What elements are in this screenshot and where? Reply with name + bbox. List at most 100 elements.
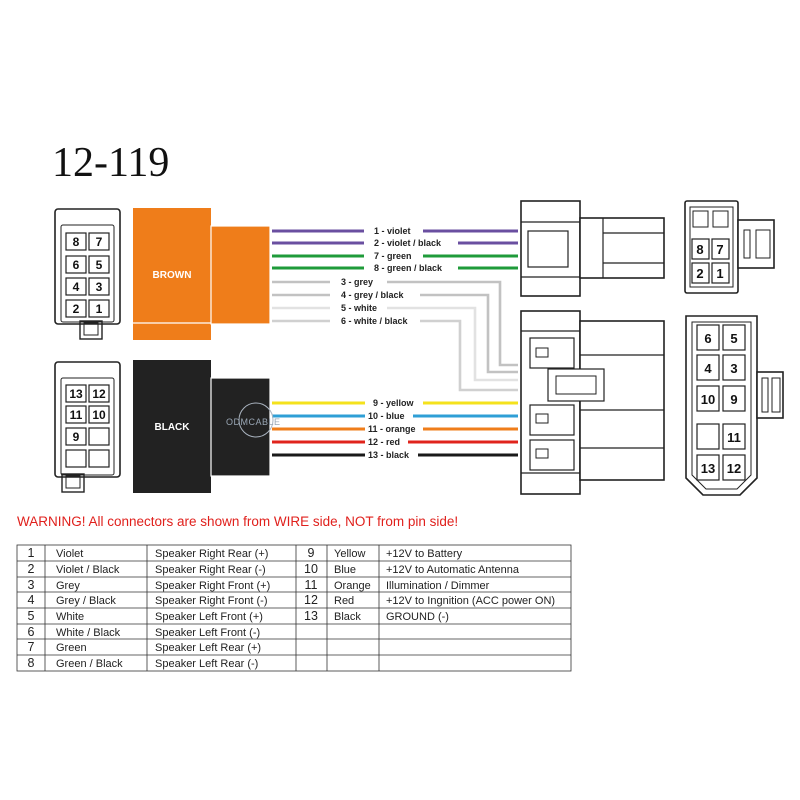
watermark: ODMCABLE — [226, 402, 281, 438]
wire-labels: 1 - violet 2 - violet / black 7 - green … — [341, 226, 443, 460]
pin-label: 6 — [73, 258, 80, 272]
table-wire-color: Blue — [334, 564, 356, 576]
pin-label: 7 — [96, 235, 103, 249]
black-plug-label: BLACK — [155, 422, 191, 433]
table-function: GROUND (-) — [386, 611, 449, 623]
pin-label: 5 — [96, 258, 103, 272]
wire-label: 4 - grey / black — [341, 290, 405, 300]
wire-label: 2 - violet / black — [374, 238, 442, 248]
pin-label: 5 — [730, 331, 737, 346]
pin-label: 1 — [96, 302, 103, 316]
table-function: Speaker Left Rear (+) — [155, 642, 261, 654]
table-pin-number: 12 — [304, 593, 318, 607]
brown-plug — [133, 208, 271, 340]
pin-label: 7 — [716, 242, 723, 257]
table-pin-number: 5 — [28, 609, 35, 623]
pin-label: 8 — [696, 242, 703, 257]
brown-plug-label: BROWN — [153, 270, 192, 281]
wire-label: 1 - violet — [374, 226, 411, 236]
table-wire-color: Violet / Black — [56, 564, 120, 576]
vehicle-connector-top-face — [684, 200, 775, 294]
table-wire-color: Green — [56, 642, 87, 654]
table-wire-color: Red — [334, 595, 354, 607]
pin-label: 8 — [73, 235, 80, 249]
table-function: +12V to Ingnition (ACC power ON) — [386, 595, 555, 607]
wire-label: 10 - blue — [368, 411, 405, 421]
table-wire-color: White / Black — [56, 627, 121, 639]
part-number-title: 12-119 — [52, 140, 169, 186]
warning-text: WARNING! All connectors are shown from W… — [17, 514, 458, 529]
table-pin-number: 11 — [305, 578, 318, 592]
watermark-text: ODMCABLE — [226, 417, 281, 427]
table-pin-number: 4 — [28, 593, 35, 607]
vehicle-connector-top-side — [520, 200, 665, 297]
black-plug-body — [133, 360, 211, 493]
pin-label: 10 — [701, 392, 715, 407]
wire-6-white-black-end — [420, 319, 518, 392]
wire-label: 11 - orange — [368, 424, 416, 434]
pin-label: 6 — [704, 331, 711, 346]
right-top-pin-numbers: 8 7 2 1 — [696, 242, 723, 281]
wire-4-grey-black-end — [420, 293, 518, 374]
wire-label: 9 - yellow — [373, 398, 415, 408]
pin-label: 11 — [70, 408, 83, 422]
left-top-pin-numbers: 8 7 6 5 4 3 2 1 — [73, 235, 103, 316]
table-function: +12V to Automatic Antenna — [386, 564, 520, 576]
table-function: +12V to Battery — [386, 548, 463, 560]
wires — [272, 229, 518, 457]
wire-label: 12 - red — [368, 437, 400, 447]
table-pin-number: 3 — [28, 578, 35, 592]
wire-label: 6 - white / black — [341, 316, 409, 326]
pin-label: 9 — [73, 430, 80, 444]
table-wire-color: Grey / Black — [56, 595, 116, 607]
table-pin-number: 13 — [304, 609, 318, 623]
table-wire-color: Black — [334, 611, 361, 623]
pin-label: 2 — [696, 266, 703, 281]
pin-label: 9 — [730, 392, 737, 407]
table-function: Speaker Right Rear (-) — [155, 564, 266, 576]
pin-label: 2 — [73, 302, 80, 316]
left-bottom-pin-numbers: 13 12 11 10 9 — [69, 387, 106, 444]
table-wire-color: Orange — [334, 580, 371, 592]
table-function: Speaker Right Rear (+) — [155, 548, 268, 560]
pin-label: 11 — [727, 430, 741, 445]
pin-label: 4 — [73, 280, 80, 294]
wire-label: 5 - white — [341, 303, 377, 313]
table-pin-number: 8 — [28, 656, 35, 670]
table-function: Speaker Left Front (-) — [155, 627, 260, 639]
vehicle-connector-bottom-side — [520, 310, 665, 495]
wire-label: 7 - green — [374, 251, 412, 261]
pin-label: 10 — [92, 408, 106, 422]
table-pin-number: 7 — [28, 640, 35, 654]
table-wire-color: Violet — [56, 548, 83, 560]
table-pin-number: 1 — [28, 546, 35, 560]
wire-3-grey-end — [387, 280, 518, 367]
wire-label: 3 - grey — [341, 277, 373, 287]
table-pin-number: 6 — [28, 625, 35, 639]
pin-label: 12 — [92, 387, 106, 401]
pin-label: 12 — [727, 461, 741, 476]
table-pin-number: 10 — [304, 562, 318, 576]
table-function: Speaker Left Front (+) — [155, 611, 263, 623]
table-wire-color: Grey — [56, 580, 80, 592]
table-function: Speaker Right Front (-) — [155, 595, 267, 607]
table-function: Illumination / Dimmer — [386, 580, 490, 592]
pin-label: 3 — [730, 361, 737, 376]
table-function: Speaker Left Rear (-) — [155, 658, 258, 670]
pin-label: 13 — [701, 461, 715, 476]
table-wire-color: Yellow — [334, 548, 365, 560]
wire-5-white-end — [387, 306, 518, 382]
left-connector-bottom — [54, 361, 121, 493]
pin-label: 4 — [704, 361, 712, 376]
table-pin-number: 9 — [308, 546, 315, 560]
pin-label: 3 — [96, 280, 103, 294]
black-plug — [133, 360, 271, 493]
left-connector-top — [54, 208, 121, 340]
brown-plug-neck — [210, 225, 271, 325]
pin-label: 1 — [716, 266, 723, 281]
wire-label: 13 - black — [368, 450, 410, 460]
pin-label: 13 — [69, 387, 83, 401]
table-function: Speaker Right Front (+) — [155, 580, 270, 592]
